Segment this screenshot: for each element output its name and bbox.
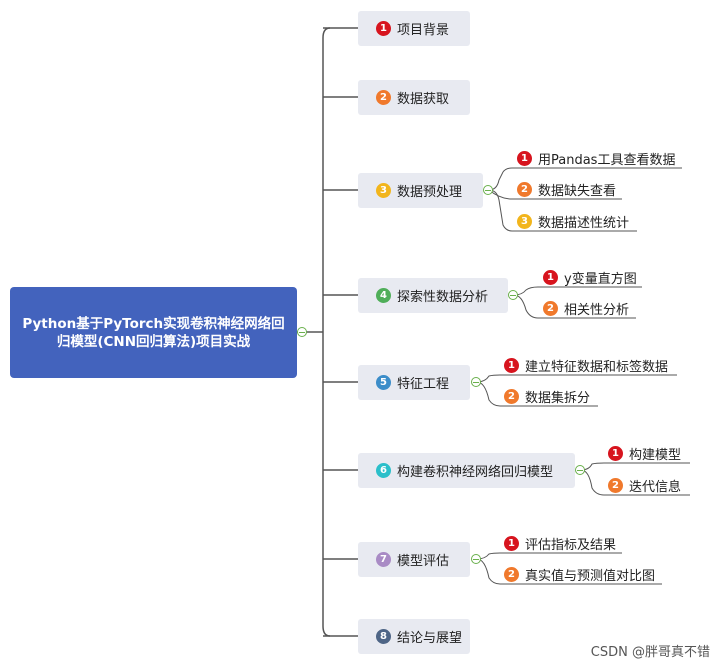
number-badge-icon: 2	[543, 300, 558, 316]
watermark: CSDN @胖哥真不错	[590, 645, 710, 660]
number-badge-icon: 2	[504, 566, 519, 582]
branch-3-collapse-toggle[interactable]	[483, 185, 493, 195]
branch-4-collapse-toggle[interactable]	[508, 290, 518, 300]
number-badge-icon: 3	[517, 213, 532, 229]
leaf-link-4-1	[513, 286, 642, 296]
number-badge-icon: 8	[376, 629, 391, 644]
leaf-label: 构建模型	[629, 447, 682, 463]
root-collapse-toggle[interactable]	[297, 327, 307, 337]
branch-label: 数据预处理	[397, 185, 463, 200]
number-badge-icon: 1	[504, 535, 519, 551]
leaf-link-7-2	[476, 558, 662, 585]
branch-label: 特征工程	[397, 377, 450, 392]
leaf-node-5-1[interactable]: 1 建立特征数据和标签数据	[504, 354, 668, 376]
branch-6-collapse-toggle[interactable]	[575, 465, 585, 475]
number-badge-icon: 7	[376, 552, 391, 567]
branch-5-collapse-toggle[interactable]	[471, 377, 481, 387]
number-badge-icon: 4	[376, 288, 391, 303]
branch-label: 数据获取	[397, 92, 450, 107]
leaf-link-6-1	[580, 462, 690, 471]
branch-label: 构建卷积神经网络回归模型	[397, 465, 554, 480]
leaf-link-6-2	[580, 469, 690, 496]
leaf-label: 迭代信息	[629, 479, 682, 495]
leaf-link-3-3	[488, 189, 637, 232]
leaf-node-4-2[interactable]: 2 相关性分析	[543, 297, 629, 319]
root-title: Python基于PyTorch实现卷积神经网络回归模型(CNN回归算法)项目实战	[22, 315, 285, 350]
leaf-node-3-1[interactable]: 1 用Pandas工具查看数据	[517, 147, 675, 169]
number-badge-icon: 1	[517, 150, 532, 166]
leaf-node-6-1[interactable]: 1 构建模型	[608, 442, 681, 464]
number-badge-icon: 5	[376, 375, 391, 390]
branch-label: 模型评估	[397, 554, 450, 569]
branch-label: 探索性数据分析	[397, 290, 489, 305]
branch-7-collapse-toggle[interactable]	[471, 554, 481, 564]
leaf-label: 评估指标及结果	[525, 537, 617, 553]
leaf-node-3-2[interactable]: 2 数据缺失查看	[517, 178, 616, 200]
leaf-link-4-2	[513, 294, 636, 319]
number-badge-icon: 2	[608, 477, 623, 493]
leaf-node-5-2[interactable]: 2 数据集拆分	[504, 385, 590, 407]
leaf-label: 用Pandas工具查看数据	[538, 152, 676, 168]
branch-node-6[interactable]: 6 构建卷积神经网络回归模型	[358, 453, 575, 488]
number-badge-icon: 2	[504, 388, 519, 404]
number-badge-icon: 2	[517, 181, 532, 197]
number-badge-icon: 3	[376, 183, 391, 198]
leaf-label: 真实值与预测值对比图	[525, 568, 656, 584]
leaf-label: 数据缺失查看	[538, 183, 617, 199]
trunk-line	[322, 27, 331, 637]
number-badge-icon: 6	[376, 463, 391, 478]
branch-node-5[interactable]: 5 特征工程	[358, 365, 470, 400]
number-badge-icon: 1	[504, 357, 519, 373]
branch-node-8[interactable]: 8 结论与展望	[358, 619, 470, 654]
leaf-link-5-2	[476, 381, 598, 407]
leaf-link-5-1	[476, 374, 677, 383]
leaf-node-4-1[interactable]: 1 y变量直方图	[543, 266, 637, 288]
leaf-label: 建立特征数据和标签数据	[525, 359, 669, 375]
leaf-label: y变量直方图	[564, 271, 637, 287]
leaf-node-7-1[interactable]: 1 评估指标及结果	[504, 532, 616, 554]
branch-label: 结论与展望	[397, 631, 463, 646]
leaf-label: 数据集拆分	[525, 390, 591, 406]
leaf-label: 数据描述性统计	[538, 215, 630, 231]
branch-node-1[interactable]: 1 项目背景	[358, 11, 470, 46]
leaf-node-7-2[interactable]: 2 真实值与预测值对比图	[504, 563, 655, 585]
leaf-label: 相关性分析	[564, 302, 630, 318]
branch-node-7[interactable]: 7 模型评估	[358, 542, 470, 577]
branch-node-3[interactable]: 3 数据预处理	[358, 173, 483, 208]
leaf-node-6-2[interactable]: 2 迭代信息	[608, 474, 681, 496]
number-badge-icon: 1	[543, 269, 558, 285]
branch-node-4[interactable]: 4 探索性数据分析	[358, 278, 508, 313]
branch-node-2[interactable]: 2 数据获取	[358, 80, 470, 115]
number-badge-icon: 1	[608, 445, 623, 461]
branch-label: 项目背景	[397, 23, 450, 38]
number-badge-icon: 1	[376, 21, 391, 36]
leaf-link-3-1	[488, 167, 682, 191]
leaf-link-7-1	[476, 552, 622, 560]
leaf-node-3-3[interactable]: 3 数据描述性统计	[517, 210, 629, 232]
root-node[interactable]: Python基于PyTorch实现卷积神经网络回归模型(CNN回归算法)项目实战	[10, 287, 297, 378]
number-badge-icon: 2	[376, 90, 391, 105]
